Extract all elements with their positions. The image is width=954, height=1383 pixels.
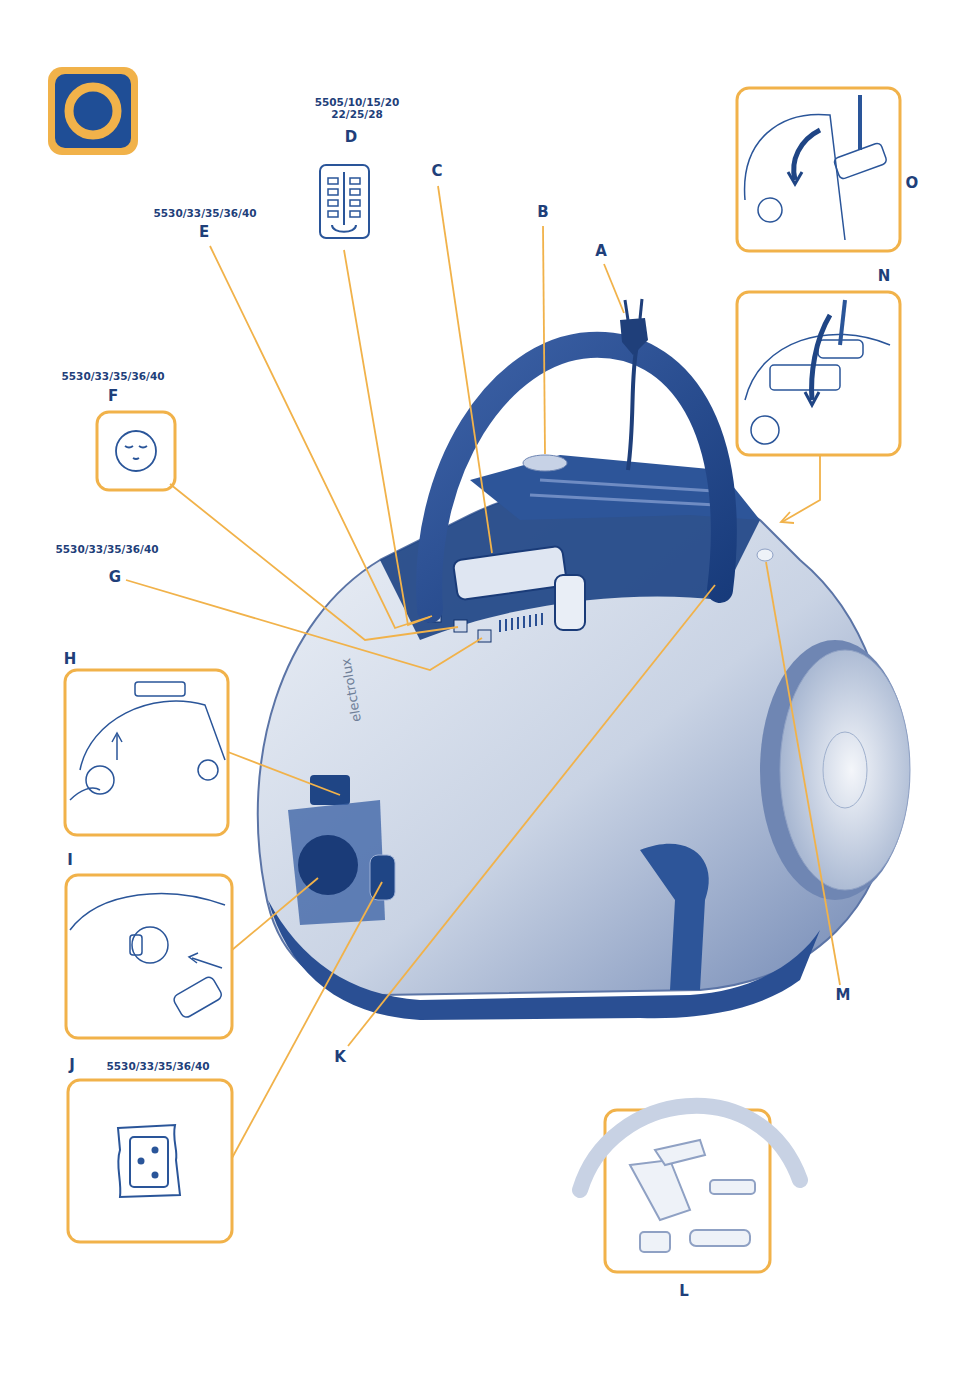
parking-sketch (745, 95, 888, 240)
accessories-sketch (580, 1106, 800, 1252)
callout-letter: O (906, 175, 919, 192)
filter-icon (328, 172, 360, 232)
lid-sketch (70, 682, 225, 800)
vacuum-body (258, 299, 910, 1020)
silent-icon (116, 431, 156, 471)
callout-letter: H (64, 651, 77, 668)
callout-letter: M (836, 987, 851, 1004)
callout-letter: B (537, 204, 548, 221)
socket-icon (118, 1125, 180, 1197)
hose-sketch (70, 894, 225, 1020)
storage-sketch (745, 300, 890, 444)
callout-letter: D (345, 129, 357, 146)
model-numbers: 5530/33/35/36/40 (153, 207, 256, 219)
model-numbers: 5530/33/35/36/40 (106, 1060, 209, 1072)
callout-letter: C (431, 163, 442, 180)
callout-letter: N (878, 268, 891, 285)
section-logo (48, 67, 138, 155)
callout-letter: I (67, 852, 73, 869)
inset-frames (65, 88, 900, 1272)
model-numbers: 5530/33/35/36/40 (61, 370, 164, 382)
callout-letter: G (109, 569, 121, 586)
callout-letter: E (199, 224, 209, 241)
callout-letter: A (595, 243, 607, 260)
callout-letter: K (334, 1049, 346, 1066)
callout-letter: F (108, 388, 118, 405)
callout-letter: J (69, 1057, 75, 1074)
model-numbers: 5505/10/15/20 22/25/28 (307, 96, 407, 120)
leader-lines (126, 186, 840, 1158)
callout-letter: L (679, 1283, 689, 1300)
model-numbers: 5530/33/35/36/40 (55, 543, 158, 555)
